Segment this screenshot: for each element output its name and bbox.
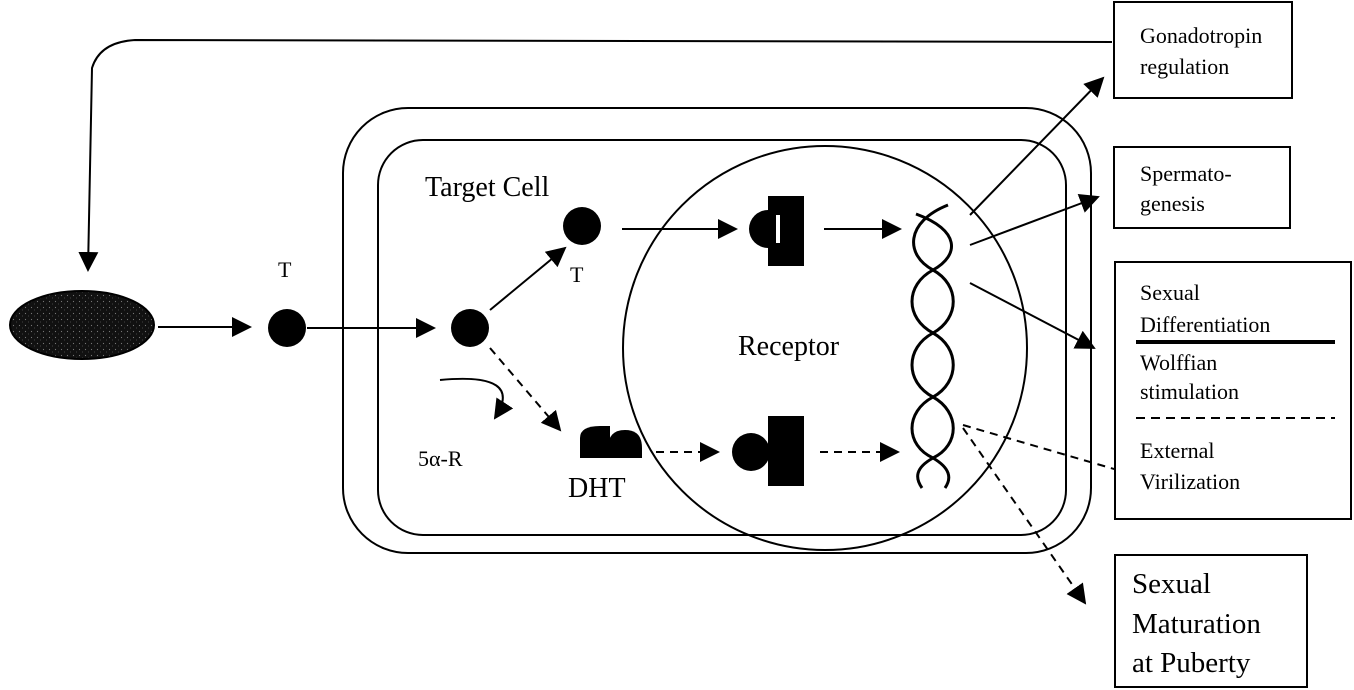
- receptor-complex-dht: [732, 416, 804, 486]
- five-alpha-reductase-arrow: [440, 379, 503, 418]
- external-virilization-line-2: Virilization: [1140, 469, 1240, 494]
- feedback-arrow: [88, 40, 1112, 270]
- gonadotropin-line-1: Gonadotropin: [1140, 23, 1262, 48]
- sexual-maturation-line-2: Maturation: [1132, 608, 1261, 640]
- sexual-maturation-box: Sexual Maturation at Puberty: [1115, 555, 1307, 687]
- spermatogenesis-line-2: genesis: [1140, 191, 1205, 216]
- dht-label: DHT: [568, 473, 626, 504]
- external-virilization-line-1: External: [1140, 438, 1215, 463]
- target-cell-label: Target Cell: [425, 172, 549, 203]
- dht-molecule: [580, 426, 642, 458]
- sexual-maturation-line-1: Sexual: [1132, 568, 1211, 600]
- gonadotropin-line-2: regulation: [1140, 54, 1229, 79]
- arrow-to-spermatogenesis: [970, 197, 1098, 245]
- sexual-differentiation-line-1: Sexual: [1140, 280, 1200, 305]
- spermatogenesis-box: Spermato- genesis: [1114, 147, 1290, 228]
- arrow-to-t: [490, 248, 565, 310]
- wolffian-line-1: Wolffian: [1140, 350, 1217, 375]
- receptor-complex-t: [749, 196, 804, 266]
- dna-double-helix: [912, 205, 953, 488]
- spermatogenesis-line-1: Spermato-: [1140, 161, 1232, 186]
- testosterone-molecule-outside: [268, 309, 306, 347]
- sexual-differentiation-line-2: Differentiation: [1140, 312, 1270, 337]
- testis-source-ellipse: [10, 291, 154, 359]
- testosterone-molecule-upper: [563, 207, 601, 245]
- t-outside-label: T: [278, 257, 292, 282]
- receptor-label: Receptor: [738, 331, 840, 362]
- arrow-to-sexual-differentiation: [970, 283, 1094, 348]
- testosterone-molecule-inside: [451, 309, 489, 347]
- five-alpha-r-label: 5α-R: [418, 446, 463, 471]
- sexual-differentiation-box: Sexual Differentiation Wolffian stimulat…: [1115, 262, 1351, 519]
- wolffian-line-2: stimulation: [1140, 379, 1239, 404]
- t-inside-label: T: [570, 262, 584, 287]
- arrow-to-gonadotropin: [970, 78, 1103, 215]
- sexual-maturation-line-3: at Puberty: [1132, 647, 1251, 679]
- gonadotropin-regulation-box: Gonadotropin regulation: [1114, 2, 1292, 98]
